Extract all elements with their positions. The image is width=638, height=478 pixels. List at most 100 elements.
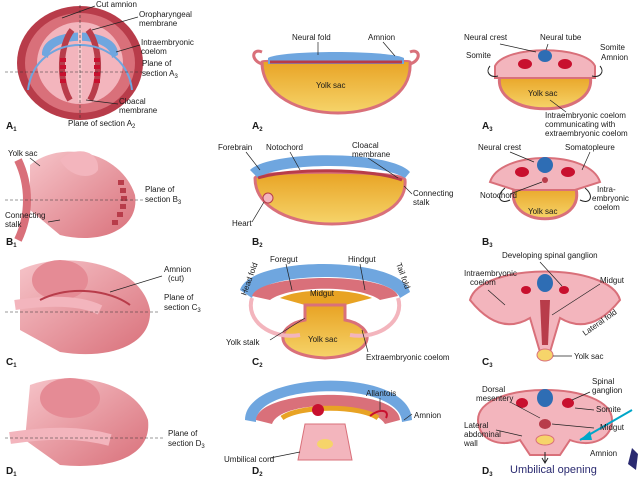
- label-connecting-stalk-b2-1: Connecting: [413, 189, 453, 198]
- c2-leader-foregut: [285, 263, 293, 291]
- a3-yolk-sac: [498, 73, 592, 111]
- label-yolk-sac-c3: Yolk sac: [574, 352, 604, 361]
- b2-leader-forebrain: [245, 151, 261, 171]
- label-forebrain: Forebrain: [218, 143, 252, 152]
- b1-leader-yolk-sac: [29, 157, 41, 167]
- panel-a2: Neural fold Amnion Yolk sac A2: [252, 33, 420, 133]
- d3-ganglion-right: [562, 398, 574, 408]
- label-yolk-sac-b1: Yolk sac: [8, 149, 38, 158]
- label-plane-a3-1: Plane of: [142, 59, 172, 68]
- a3-leader-neural-crest: [499, 43, 537, 53]
- label-cut-amnion: Cut amnion: [96, 0, 137, 9]
- d3-leader-somite: [574, 407, 595, 411]
- d1-umbilical-cord: [9, 427, 112, 446]
- label-intra-c3-2: coelom: [470, 278, 496, 287]
- b3-leader-somatopleure: [581, 151, 591, 171]
- label-intra-b3-2: embryonic: [592, 194, 629, 203]
- label-neural-tube-a3: Neural tube: [540, 33, 582, 42]
- label-amnion-cut-2: (cut): [168, 274, 184, 283]
- d2-yolk-remnant: [317, 439, 333, 449]
- label-umbilical-cord: Umbilical cord: [224, 455, 274, 464]
- panel-a3: Neural crest Neural tube Somite Somite A…: [464, 33, 628, 138]
- label-lateral-wall-2: abdominal: [464, 430, 501, 439]
- d2-allantois: [369, 410, 388, 419]
- d3-umbilical-ring: [535, 434, 555, 446]
- c1-stalk: [14, 296, 103, 315]
- panel-label-b3: B3: [482, 237, 493, 249]
- b2-leader-stalk: [403, 185, 413, 195]
- label-coelom-comm-1: Intraembryonic coelom: [545, 111, 626, 120]
- b1-leader-stalk: [47, 219, 61, 223]
- b3-yolk-sac: [511, 183, 579, 221]
- a2-left-membrane: [252, 49, 263, 66]
- b2-amnion: [250, 155, 410, 178]
- c2-midgut: [280, 290, 372, 305]
- label-yolk-sac-a2: Yolk sac: [316, 81, 346, 90]
- label-plane-b3-2: section B3: [145, 195, 182, 206]
- c2-left-wall: [248, 297, 301, 338]
- label-plane-d3-2: section D3: [168, 439, 205, 450]
- a3-embryo-body: [494, 49, 596, 79]
- label-lateral-wall-1: Lateral: [464, 421, 489, 430]
- b2-yolk-sac: [253, 170, 407, 226]
- c3-ganglion-right: [559, 286, 569, 294]
- b3-coelom-right: [579, 187, 591, 202]
- a3-leader-neural-tube: [545, 43, 549, 51]
- label-somite-a3-left: Somite: [466, 51, 491, 60]
- d2-amnion: [245, 380, 412, 422]
- b3-notochord: [542, 177, 548, 183]
- panel-label-c3: C3: [482, 357, 493, 369]
- c3-leader-midgut: [551, 283, 601, 316]
- label-heart: Heart: [232, 219, 252, 228]
- label-intraembryonic-2: coelom: [141, 47, 167, 56]
- c3-yolk-sac: [536, 348, 554, 362]
- d3-leader-midgut: [551, 423, 595, 429]
- a2-right-membrane: [409, 49, 420, 66]
- panel-d2: Allantois Amnion Umbilical cord D2: [224, 380, 441, 478]
- panel-b3: Neural crest Somatopleure Notochord Intr…: [478, 143, 629, 249]
- label-yolk-sac-c2: Yolk sac: [308, 335, 338, 344]
- label-amnion-cut-1: Amnion: [164, 265, 191, 274]
- b1-head-bulge: [60, 151, 99, 176]
- label-dorsal-mesentery-2: mesentery: [476, 394, 513, 403]
- label-plane-d3-1: Plane of: [168, 429, 198, 438]
- label-plane-a3-2: section A3: [142, 69, 178, 80]
- d3-leader-ganglion: [571, 391, 591, 401]
- a3-leader-coelom: [549, 99, 567, 113]
- c2-embryo: [252, 278, 398, 300]
- b3-coelom-left: [499, 187, 511, 202]
- label-dorsal-mesentery-1: Dorsal: [482, 385, 505, 394]
- label-cloacal-1: Cloacal: [119, 97, 146, 106]
- label-connecting-stalk-b1-2: stalk: [5, 220, 22, 229]
- d3-midgut: [539, 419, 551, 429]
- b3-neural-tube: [537, 157, 553, 173]
- label-connecting-stalk-b2-2: stalk: [413, 198, 430, 207]
- label-developing-ganglion: Developing spinal ganglion: [502, 251, 598, 260]
- label-spinal-ganglion-2: ganglion: [592, 386, 622, 395]
- c3-ganglion-left: [521, 286, 531, 294]
- b3-leader-neural-crest: [509, 151, 535, 163]
- d3-ganglion-left: [516, 398, 528, 408]
- d3-corner-star: [628, 448, 638, 470]
- c3-neural-tube: [537, 274, 553, 292]
- b2-embryo-line: [257, 169, 403, 182]
- label-yolk-sac-a3: Yolk sac: [528, 89, 558, 98]
- a2-leader-amnion: [382, 41, 396, 57]
- d2-embryo-body: [256, 394, 400, 424]
- panel-c3: Developing spinal ganglion Intraembryoni…: [464, 251, 625, 369]
- b3-leader-notochord: [509, 181, 543, 195]
- label-neural-fold: Neural fold: [292, 33, 331, 42]
- d1-head: [40, 378, 100, 418]
- a1-leader-coelom: [115, 44, 141, 53]
- label-neural-crest-b3: Neural crest: [478, 143, 522, 152]
- panel-label-d3: D3: [482, 466, 493, 478]
- a1-leader-oropharyngeal: [91, 16, 139, 31]
- c1-leader-amnion: [109, 275, 163, 293]
- label-coelom-comm-2: communicating with: [545, 120, 615, 129]
- panel-c2: Foregut Hindgut Midgut Head fold Tail fo…: [226, 255, 450, 369]
- c2-amnion: [240, 263, 410, 298]
- label-amnion-d3: Amnion: [590, 449, 617, 458]
- b2-leader-notochord: [289, 151, 301, 171]
- panel-label-d2: D2: [252, 466, 263, 478]
